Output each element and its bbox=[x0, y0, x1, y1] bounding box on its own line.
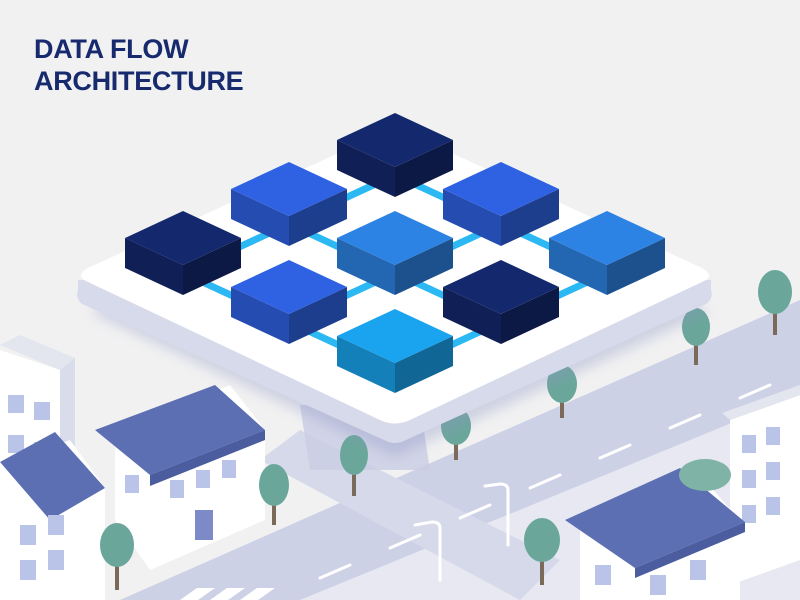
cube-icon bbox=[549, 211, 665, 295]
crosswalk bbox=[180, 588, 275, 600]
side-road bbox=[260, 430, 560, 600]
house-middle bbox=[95, 385, 265, 570]
tree-icon bbox=[340, 435, 368, 496]
title-line-1: DATA FLOW bbox=[34, 34, 189, 64]
road-markings bbox=[318, 383, 772, 580]
tree-icon bbox=[259, 464, 289, 525]
streetlight-icon bbox=[483, 482, 510, 547]
cube-icon bbox=[337, 113, 453, 197]
node-grid bbox=[125, 113, 665, 393]
cube-icon bbox=[231, 260, 347, 344]
cube-icon bbox=[337, 309, 453, 393]
title-line-2: ARCHITECTURE bbox=[34, 66, 244, 96]
cube-icon bbox=[443, 162, 559, 246]
page-title: DATA FLOW ARCHITECTURE bbox=[34, 33, 244, 97]
cube-icon bbox=[231, 162, 347, 246]
tree-icon bbox=[758, 270, 792, 335]
tree-icon bbox=[524, 518, 560, 585]
tree-icon bbox=[100, 523, 134, 590]
streetlights bbox=[413, 482, 510, 582]
building-right bbox=[722, 385, 800, 585]
cube-icon bbox=[337, 211, 453, 295]
streetlight-icon bbox=[413, 520, 442, 582]
house-left bbox=[0, 432, 105, 600]
tree-icon bbox=[679, 459, 731, 491]
cube-icon bbox=[125, 211, 241, 295]
trees bbox=[100, 270, 792, 590]
house-right bbox=[565, 468, 745, 600]
cube-icon bbox=[443, 260, 559, 344]
main-road bbox=[120, 300, 800, 600]
